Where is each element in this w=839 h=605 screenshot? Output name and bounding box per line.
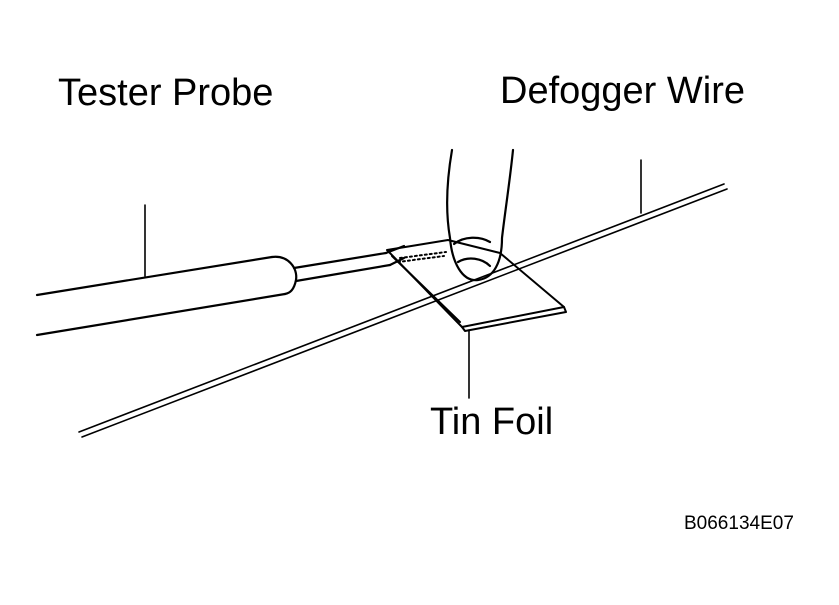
defogger-wire-label: Defogger Wire	[500, 70, 745, 112]
tester-probe-label: Tester Probe	[58, 72, 274, 114]
tin-foil-label: Tin Foil	[430, 401, 554, 443]
tester-probe	[35, 244, 406, 337]
defogger-wire	[78, 183, 728, 438]
figure-code: B066134E07	[684, 513, 794, 534]
leader-lines	[144, 159, 642, 399]
finger	[446, 148, 515, 282]
tin-foil	[386, 239, 567, 332]
